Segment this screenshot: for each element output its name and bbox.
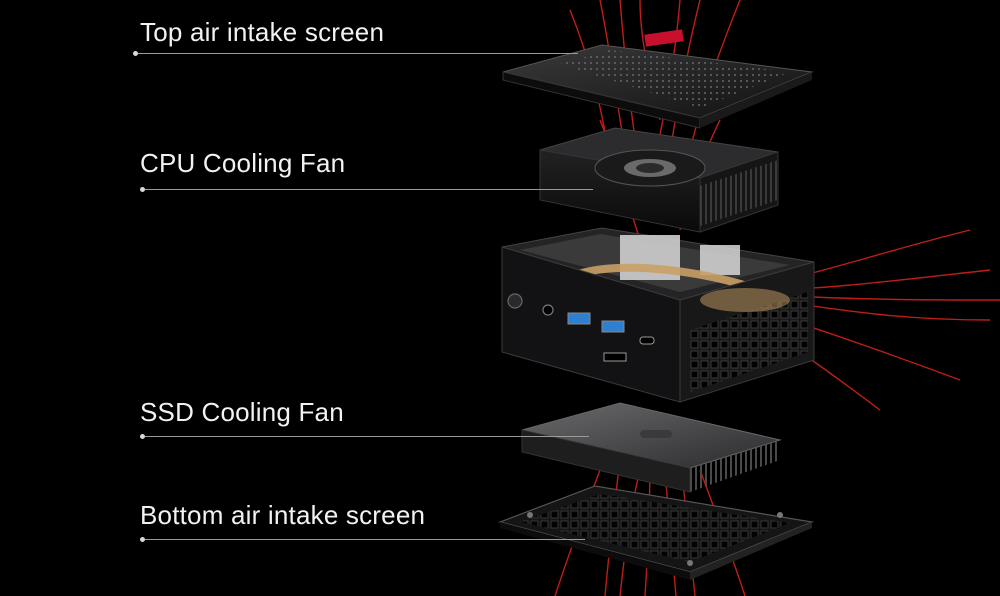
leader-line <box>138 53 578 54</box>
callout-label: Top air intake screen <box>140 17 385 47</box>
top-air-intake-screen-part <box>502 29 814 129</box>
callout-label: CPU Cooling Fan <box>140 148 346 178</box>
leader-line <box>145 436 589 437</box>
callout-label: SSD Cooling Fan <box>140 397 344 427</box>
leader-dot <box>140 187 145 192</box>
mini-pc-chassis <box>501 227 815 403</box>
cpu-cooling-fan-part <box>539 127 779 233</box>
hdmi-port-icon <box>603 352 627 362</box>
audio-jack-icon <box>542 304 554 316</box>
leader-line <box>145 539 585 540</box>
callout-label: Bottom air intake screen <box>140 500 426 530</box>
usb-c-icon <box>639 336 655 345</box>
power-button-icon <box>507 293 523 309</box>
usb-icon <box>601 320 625 333</box>
leader-dot <box>140 537 145 542</box>
leader-dot <box>133 51 138 56</box>
ssd-cooling-fan-part <box>521 402 782 493</box>
bottom-air-intake-screen-part <box>498 485 815 580</box>
usb-icon <box>567 312 591 325</box>
front-ports <box>507 293 655 362</box>
leader-line <box>145 189 593 190</box>
leader-dot <box>140 434 145 439</box>
